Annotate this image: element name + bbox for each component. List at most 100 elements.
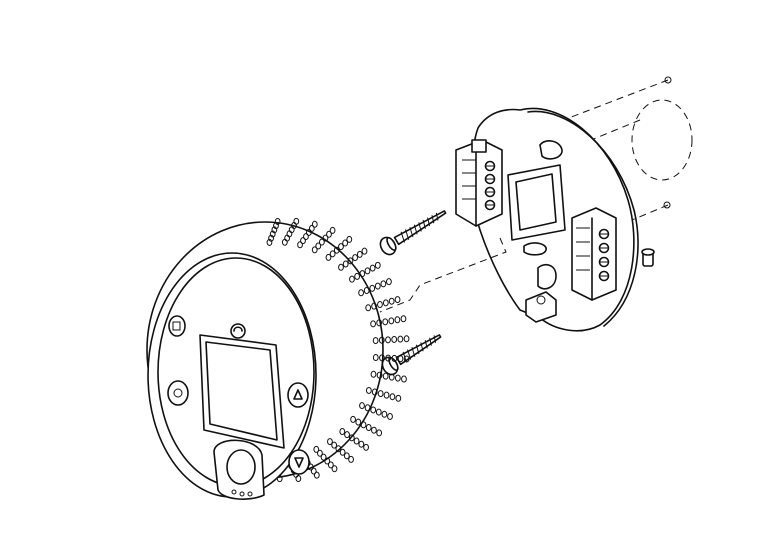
terminal-left-housing bbox=[455, 139, 503, 227]
vent-hole bbox=[356, 250, 363, 258]
vent-hole bbox=[375, 408, 382, 416]
vent-hole bbox=[371, 388, 378, 396]
plate-side-slot bbox=[523, 242, 547, 256]
mode-button[interactable] bbox=[167, 380, 189, 406]
vent-hole bbox=[400, 315, 407, 323]
vent-hole bbox=[295, 475, 302, 483]
vent-hole bbox=[377, 390, 384, 398]
vent-hole bbox=[364, 267, 371, 275]
vent-hole bbox=[300, 237, 306, 245]
vent-hole bbox=[397, 335, 404, 343]
wall-hole-outline bbox=[631, 99, 693, 181]
vent-hole bbox=[385, 336, 391, 344]
plate-right-screw bbox=[641, 248, 655, 267]
vent-hole bbox=[313, 445, 320, 453]
vent-hole bbox=[380, 280, 387, 288]
vent-hole bbox=[376, 319, 383, 327]
vent-hole bbox=[382, 318, 389, 326]
vent-hole bbox=[348, 455, 354, 463]
vent-hole bbox=[363, 287, 370, 295]
vent-hole bbox=[377, 301, 383, 309]
vent-hole bbox=[370, 406, 377, 414]
vent-hole bbox=[355, 418, 362, 426]
plate-top-slot bbox=[539, 140, 563, 160]
vent-hole bbox=[361, 247, 368, 255]
plate-rim bbox=[527, 110, 639, 327]
up-button[interactable] bbox=[287, 382, 309, 408]
vent-hole bbox=[360, 421, 367, 429]
vent-hole bbox=[331, 465, 338, 473]
vent-hole bbox=[342, 260, 349, 268]
vent-hole bbox=[401, 375, 407, 383]
device-display-inner bbox=[205, 341, 278, 441]
terminal-block-right bbox=[571, 207, 617, 301]
vent-hole bbox=[371, 426, 377, 434]
vent-hole bbox=[372, 337, 379, 345]
vent-hole bbox=[271, 226, 278, 234]
down-arrow-icon bbox=[294, 457, 304, 468]
vent-hole bbox=[343, 452, 350, 460]
sensor-lens bbox=[213, 439, 265, 500]
vent-hole bbox=[320, 453, 327, 461]
vent-hole bbox=[268, 234, 274, 242]
menu-button[interactable] bbox=[168, 315, 186, 337]
vent-hole bbox=[305, 228, 312, 236]
vent-hole bbox=[394, 296, 401, 304]
vent-hole bbox=[394, 374, 401, 382]
vent-hole bbox=[370, 320, 376, 328]
vent-hole bbox=[358, 440, 365, 448]
vent-hole bbox=[266, 238, 273, 246]
terminal-left-tab bbox=[471, 139, 487, 153]
plate-bottom-slot bbox=[537, 263, 557, 290]
terminal-block-left bbox=[455, 139, 503, 227]
down-button[interactable] bbox=[288, 449, 310, 475]
vent-hole bbox=[311, 246, 318, 254]
device-display-screen bbox=[199, 334, 285, 449]
vent-hole bbox=[315, 242, 322, 250]
vent-hole bbox=[331, 441, 338, 449]
vent-hole bbox=[391, 335, 398, 343]
vent-hole bbox=[397, 355, 404, 363]
vent-hole bbox=[269, 230, 276, 238]
vent-hole bbox=[388, 297, 395, 305]
axis-line-top bbox=[484, 79, 669, 151]
vent-hole bbox=[338, 243, 344, 251]
vent-hole bbox=[339, 448, 346, 456]
vent-hole bbox=[395, 394, 402, 402]
vent-hole bbox=[394, 316, 401, 324]
vent-hole bbox=[388, 373, 395, 381]
vent-hole bbox=[273, 222, 279, 230]
vent-hole bbox=[374, 261, 381, 269]
vent-hole bbox=[403, 355, 410, 363]
vent-hole bbox=[317, 449, 323, 457]
vent-hole bbox=[382, 372, 389, 380]
vent-hole bbox=[335, 445, 342, 453]
vent-hole bbox=[364, 404, 371, 412]
vent-hole bbox=[379, 354, 385, 362]
vent-hole bbox=[310, 467, 317, 475]
vent-hole bbox=[333, 246, 340, 254]
fan-icon bbox=[173, 388, 183, 398]
vent-hole bbox=[329, 250, 336, 258]
vent-hole bbox=[354, 272, 361, 280]
thermostat-device bbox=[146, 217, 410, 500]
screws bbox=[379, 210, 447, 376]
vent-hole bbox=[369, 284, 376, 292]
vent-hole bbox=[376, 371, 383, 379]
vent-hole bbox=[346, 235, 353, 243]
vent-hole bbox=[359, 402, 365, 410]
vent-hole bbox=[303, 233, 309, 241]
vent-hole bbox=[318, 238, 325, 246]
vent-hole bbox=[387, 412, 393, 420]
vent-hole bbox=[327, 438, 333, 446]
bottom-indicators bbox=[231, 489, 253, 497]
vent-hole bbox=[324, 457, 331, 465]
vent-hole bbox=[363, 443, 369, 451]
vent-hole bbox=[365, 424, 372, 432]
vent-hole bbox=[383, 391, 390, 399]
vent-hole bbox=[326, 230, 332, 238]
vent-hole bbox=[325, 253, 332, 261]
vent-hole bbox=[308, 224, 315, 232]
mounting-screw bbox=[379, 210, 447, 256]
